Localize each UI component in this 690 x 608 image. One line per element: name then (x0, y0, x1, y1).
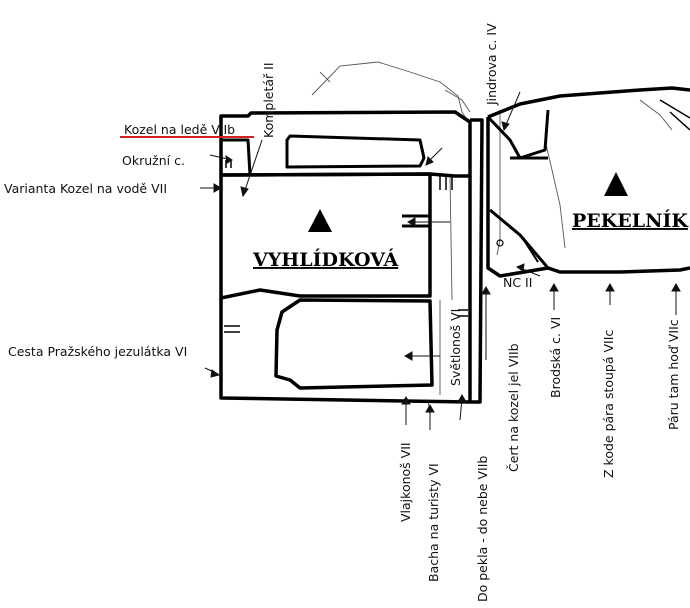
route-label-kompletar: Kompletář II (261, 62, 276, 138)
rock-name-pekelnik: PEKELNÍK (572, 209, 689, 232)
pekelnik-rock (486, 86, 690, 278)
route-arrows (200, 91, 681, 430)
route-label-cert: Čert na kozel jel VIIb (506, 343, 521, 472)
route-label-okruzni: Okružní c. (122, 153, 185, 168)
route-label-jindrova: Jindrova c. IV (484, 23, 499, 106)
route-label-bacha: Bacha na turisty VI (426, 463, 441, 582)
route-label-do-pekla: Do pekla - do nebe VIIb (475, 456, 490, 602)
route-label-z-kode: Z kode pára stoupá VIIc (601, 330, 616, 478)
vyhlidkova-rock (219, 110, 484, 404)
route-label-svetlonos: Světlonoš VI (448, 309, 463, 386)
route-label-vlajkonos: Vlajkonoš VII (398, 442, 413, 522)
route-label-paru-tam: Páru tam hoď VIIc (666, 319, 681, 430)
route-label-nc: NC II (503, 275, 532, 290)
route-label-kozel-na-ledu: Kozel na ledě VIIb (124, 122, 235, 137)
pekelnik-summit-icon (604, 172, 628, 196)
vyhlidkova-summit-icon (308, 209, 332, 232)
route-label-brodska: Brodská c. VI (548, 317, 563, 398)
route-label-cesta-prazskeho: Cesta Pražského jezulátka VI (8, 344, 187, 359)
route-label-varianta-kozel: Varianta Kozel na vodě VII (4, 181, 167, 196)
rock-name-vyhlidkova: VYHLÍDKOVÁ (252, 248, 398, 271)
